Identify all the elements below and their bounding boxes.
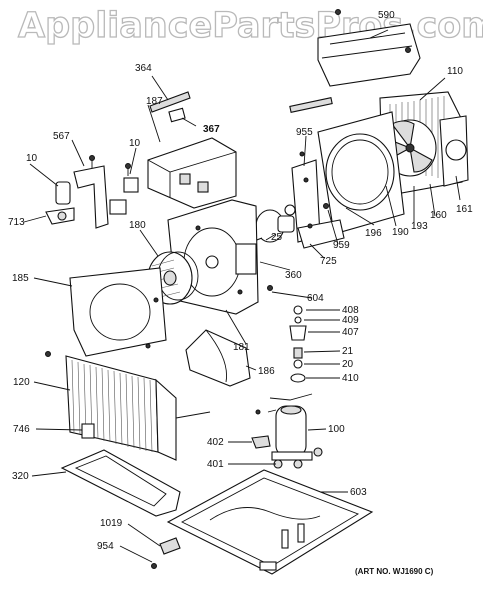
callout-25: 25	[271, 232, 283, 243]
callout-320: 320	[12, 471, 29, 482]
callout-110: 110	[447, 66, 463, 77]
bracket-567	[73, 155, 127, 229]
callout-364: 364	[135, 63, 152, 74]
callout-408: 408	[342, 305, 359, 316]
callout-713: 713	[8, 217, 25, 228]
part-364	[149, 91, 191, 123]
callout-407: 407	[342, 327, 359, 338]
capacitor-10	[45, 181, 75, 225]
callout-367: 367	[203, 124, 220, 135]
callout-10-left: 10	[26, 153, 38, 164]
callout-954: 954	[97, 541, 114, 552]
callout-120: 120	[13, 377, 30, 388]
callout-360: 360	[285, 270, 302, 281]
callout-746: 746	[13, 424, 30, 435]
callout-181: 181	[233, 342, 250, 353]
callout-567: 567	[53, 131, 70, 142]
misc-small-parts	[267, 97, 333, 291]
fastener-1019	[151, 537, 181, 569]
callout-402: 402	[207, 437, 224, 448]
callout-603: 603	[350, 487, 367, 498]
callout-410: 410	[342, 373, 359, 384]
callout-187: 187	[146, 96, 163, 107]
callout-161: 161	[456, 204, 473, 215]
callout-401: 401	[207, 459, 224, 470]
evaporator-coil-120	[65, 355, 211, 461]
callout-1019: 1019	[100, 518, 123, 529]
callout-409: 409	[342, 315, 359, 326]
callout-180: 180	[129, 220, 146, 231]
callout-10-right: 10	[129, 138, 141, 149]
terminal-parts	[251, 305, 307, 449]
drain-trough-186	[185, 329, 251, 387]
callout-186: 186	[258, 366, 275, 377]
callout-185: 185	[12, 273, 29, 284]
callout-160: 160	[430, 210, 447, 221]
control-box-187	[147, 137, 237, 209]
callout-725: 725	[320, 256, 337, 267]
top-cover-590	[317, 9, 421, 87]
front-panel-185	[45, 267, 167, 357]
callout-193: 193	[411, 221, 428, 232]
motor-bracket-955	[291, 159, 345, 249]
callout-590: 590	[378, 10, 395, 21]
base-pan-320	[60, 423, 181, 517]
compressor-100	[267, 393, 323, 469]
callout-190: 190	[392, 227, 409, 238]
callout-955: 955	[296, 127, 313, 138]
callout-100: 100	[328, 424, 345, 435]
base-plate-603	[166, 469, 374, 575]
callout-959: 959	[333, 240, 350, 251]
art-number: (ART NO. WJ1690 C)	[355, 567, 434, 576]
leader-lines	[23, 29, 461, 563]
callout-604: 604	[307, 293, 324, 304]
orifice-panel-196	[317, 111, 405, 235]
relay-10	[123, 163, 139, 193]
callout-21: 21	[342, 346, 354, 357]
callout-196: 196	[365, 228, 382, 239]
callout-20: 20	[342, 359, 354, 370]
